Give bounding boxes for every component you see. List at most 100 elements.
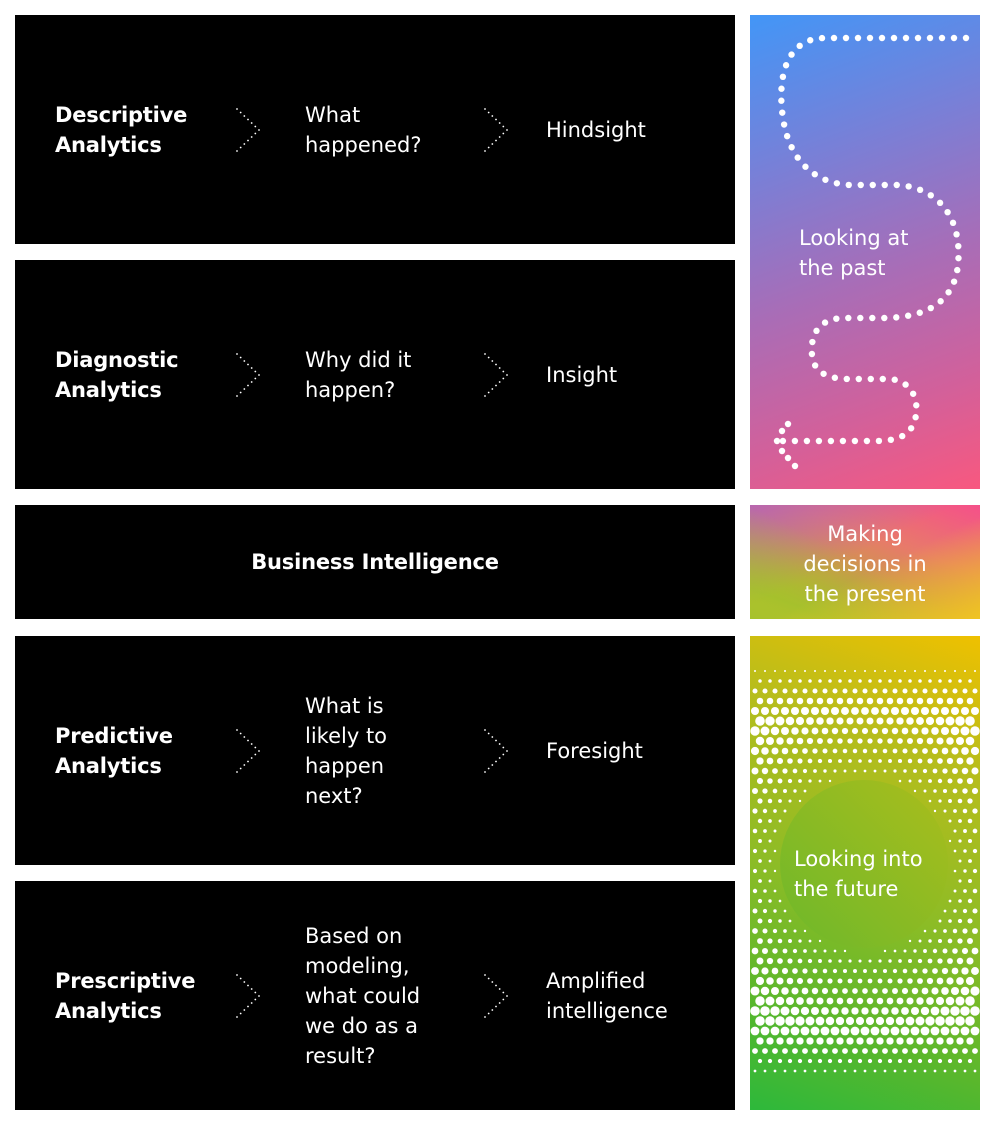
- halftone-dot: [773, 829, 777, 833]
- halftone-dot: [912, 688, 918, 694]
- halftone-dot: [760, 1006, 770, 1016]
- halftone-dot: [928, 779, 932, 783]
- halftone-dot: [915, 1016, 925, 1026]
- halftone-dot: [780, 706, 790, 716]
- halftone-dot: [770, 1006, 780, 1016]
- halftone-dot: [781, 727, 789, 735]
- halftone-dot: [970, 1006, 980, 1016]
- halftone-dot: [797, 1058, 803, 1064]
- halftone-dot: [910, 1026, 920, 1036]
- halftone-dot: [755, 996, 765, 1006]
- halftone-dot: [890, 706, 900, 716]
- halftone-dot: [941, 967, 949, 975]
- halftone-dot: [772, 928, 778, 934]
- halftone-dot: [950, 1026, 960, 1036]
- chevron-dot: [236, 728, 238, 731]
- halftone-dot: [791, 747, 799, 755]
- halftone-dot: [807, 978, 813, 984]
- path-dot: [863, 437, 871, 445]
- halftone-dot: [783, 789, 787, 793]
- dotted-serpentine-arrow-icon: [773, 34, 970, 470]
- chevron-dot: [243, 114, 246, 117]
- path-dot: [905, 183, 912, 190]
- analytics-type-label: Diagnostic Analytics: [55, 347, 179, 402]
- halftone-dot: [842, 988, 848, 994]
- halftone-dot: [896, 1037, 904, 1045]
- halftone-dot: [806, 697, 814, 705]
- halftone-dot: [778, 679, 782, 683]
- path-dot: [791, 437, 799, 445]
- chevron-dot: [506, 128, 508, 131]
- halftone-dot: [850, 1026, 860, 1036]
- path-dot: [855, 375, 862, 383]
- chevron-dot: [258, 749, 260, 752]
- halftone-dot: [967, 838, 973, 844]
- halftone-dot: [825, 1016, 835, 1026]
- halftone-dot: [930, 1006, 940, 1016]
- halftone-dot: [962, 1048, 968, 1054]
- halftone-dot: [812, 1048, 818, 1054]
- chevron-dot: [498, 366, 501, 369]
- halftone-dot: [770, 706, 780, 716]
- halftone-dot: [802, 688, 808, 694]
- halftone-dot: [755, 736, 765, 746]
- path-dot: [962, 34, 970, 42]
- halftone-dot: [907, 1058, 913, 1064]
- halftone-dot: [763, 889, 767, 893]
- halftone-dot: [803, 929, 807, 933]
- halftone-dot: [823, 949, 827, 953]
- halftone-dot: [922, 748, 928, 754]
- halftone-dot: [773, 809, 777, 813]
- halftone-dot: [866, 997, 874, 1005]
- halftone-dot: [796, 737, 804, 745]
- halftone-dot: [812, 748, 818, 754]
- halftone-dot: [861, 727, 869, 735]
- halftone-dot: [957, 918, 963, 924]
- halftone-dot: [944, 670, 946, 672]
- halftone-dot: [964, 670, 966, 672]
- halftone-dot: [827, 1058, 833, 1064]
- halftone-dot: [971, 947, 979, 955]
- halftone-dot: [751, 947, 759, 955]
- halftone-dot: [770, 726, 780, 736]
- halftone-dot: [833, 949, 837, 953]
- analytics-question: What is likely to happen next?: [305, 693, 388, 808]
- halftone-dot: [956, 757, 964, 765]
- halftone-dot: [965, 996, 975, 1006]
- halftone-dot: [763, 869, 767, 873]
- halftone-dot: [827, 758, 833, 764]
- path-dot: [913, 402, 920, 409]
- path-dot: [788, 144, 795, 151]
- halftone-dot: [857, 1058, 863, 1064]
- halftone-dot: [941, 747, 949, 755]
- chevron-dot: [487, 391, 490, 393]
- path-dot: [822, 176, 829, 183]
- halftone-dot: [967, 798, 973, 804]
- halftone-dot: [827, 978, 833, 984]
- halftone-dot: [882, 968, 888, 974]
- path-dot: [857, 181, 864, 189]
- halftone-dot: [792, 1048, 798, 1054]
- halftone-dot: [847, 1058, 853, 1064]
- chevron-dot: [491, 735, 494, 738]
- halftone-dot: [804, 670, 806, 672]
- halftone-dot: [940, 706, 950, 716]
- halftone-dot: [777, 938, 783, 944]
- halftone-dot: [916, 1037, 924, 1045]
- chevron-dot: [487, 977, 490, 979]
- halftone-dot: [871, 707, 879, 715]
- path-dot: [818, 34, 826, 42]
- halftone-dot: [755, 976, 765, 986]
- halftone-dot: [858, 959, 862, 963]
- chevron-dot: [243, 142, 246, 145]
- halftone-dot: [760, 986, 770, 996]
- halftone-dot: [817, 1058, 823, 1064]
- halftone-dot: [890, 1026, 900, 1036]
- halftone-dot: [904, 670, 906, 672]
- halftone-dot: [762, 688, 768, 694]
- analytics-type-label: Prescriptive Analytics: [55, 968, 196, 1023]
- halftone-dot: [866, 697, 874, 705]
- chevron-dot: [239, 1012, 242, 1014]
- halftone-dot: [838, 679, 842, 683]
- chevron-dot: [502, 998, 505, 1000]
